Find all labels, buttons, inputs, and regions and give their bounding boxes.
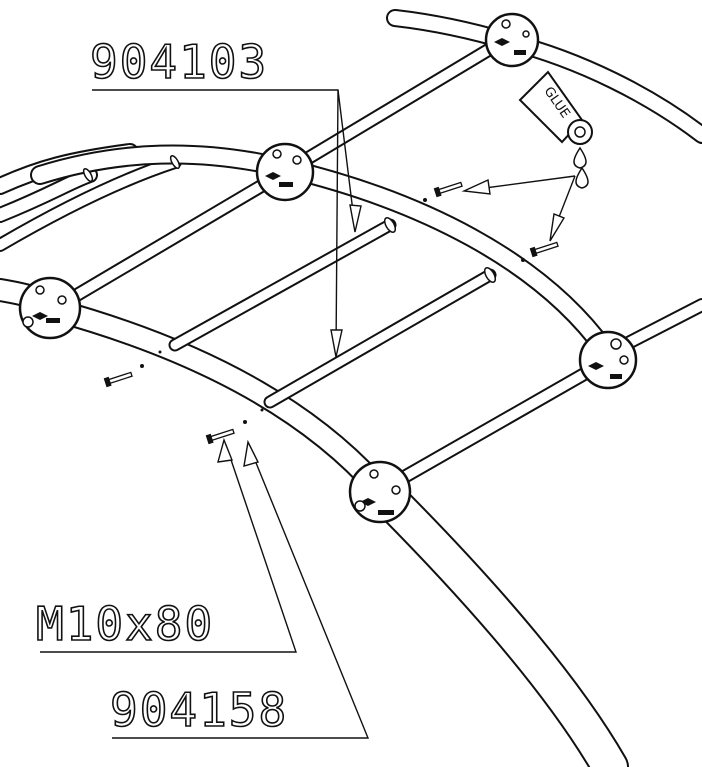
bolt-lower-1	[103, 371, 133, 388]
glue-drop-2	[575, 166, 589, 189]
hub-right	[578, 330, 638, 390]
bolt-upper-1	[433, 181, 463, 198]
label-m10x80: M10x80	[36, 597, 214, 651]
label-904103: 904103	[90, 35, 268, 89]
arrow-heads	[217, 178, 566, 467]
hub-middle	[255, 142, 315, 202]
glue-drop-1	[573, 146, 587, 169]
hub-bottom	[348, 460, 412, 524]
leader-lines	[40, 89, 576, 739]
hub-top-right	[484, 12, 540, 68]
hub-left	[18, 276, 82, 340]
frame-tubes	[0, 9, 702, 767]
bolt-upper-2	[529, 241, 559, 258]
bolts	[103, 181, 559, 445]
nuts	[140, 198, 525, 424]
crossbar-caps	[82, 155, 497, 283]
bolt-lower-2	[205, 428, 235, 445]
label-904158: 904158	[110, 683, 288, 737]
glue-tube: GLUE	[518, 70, 593, 189]
